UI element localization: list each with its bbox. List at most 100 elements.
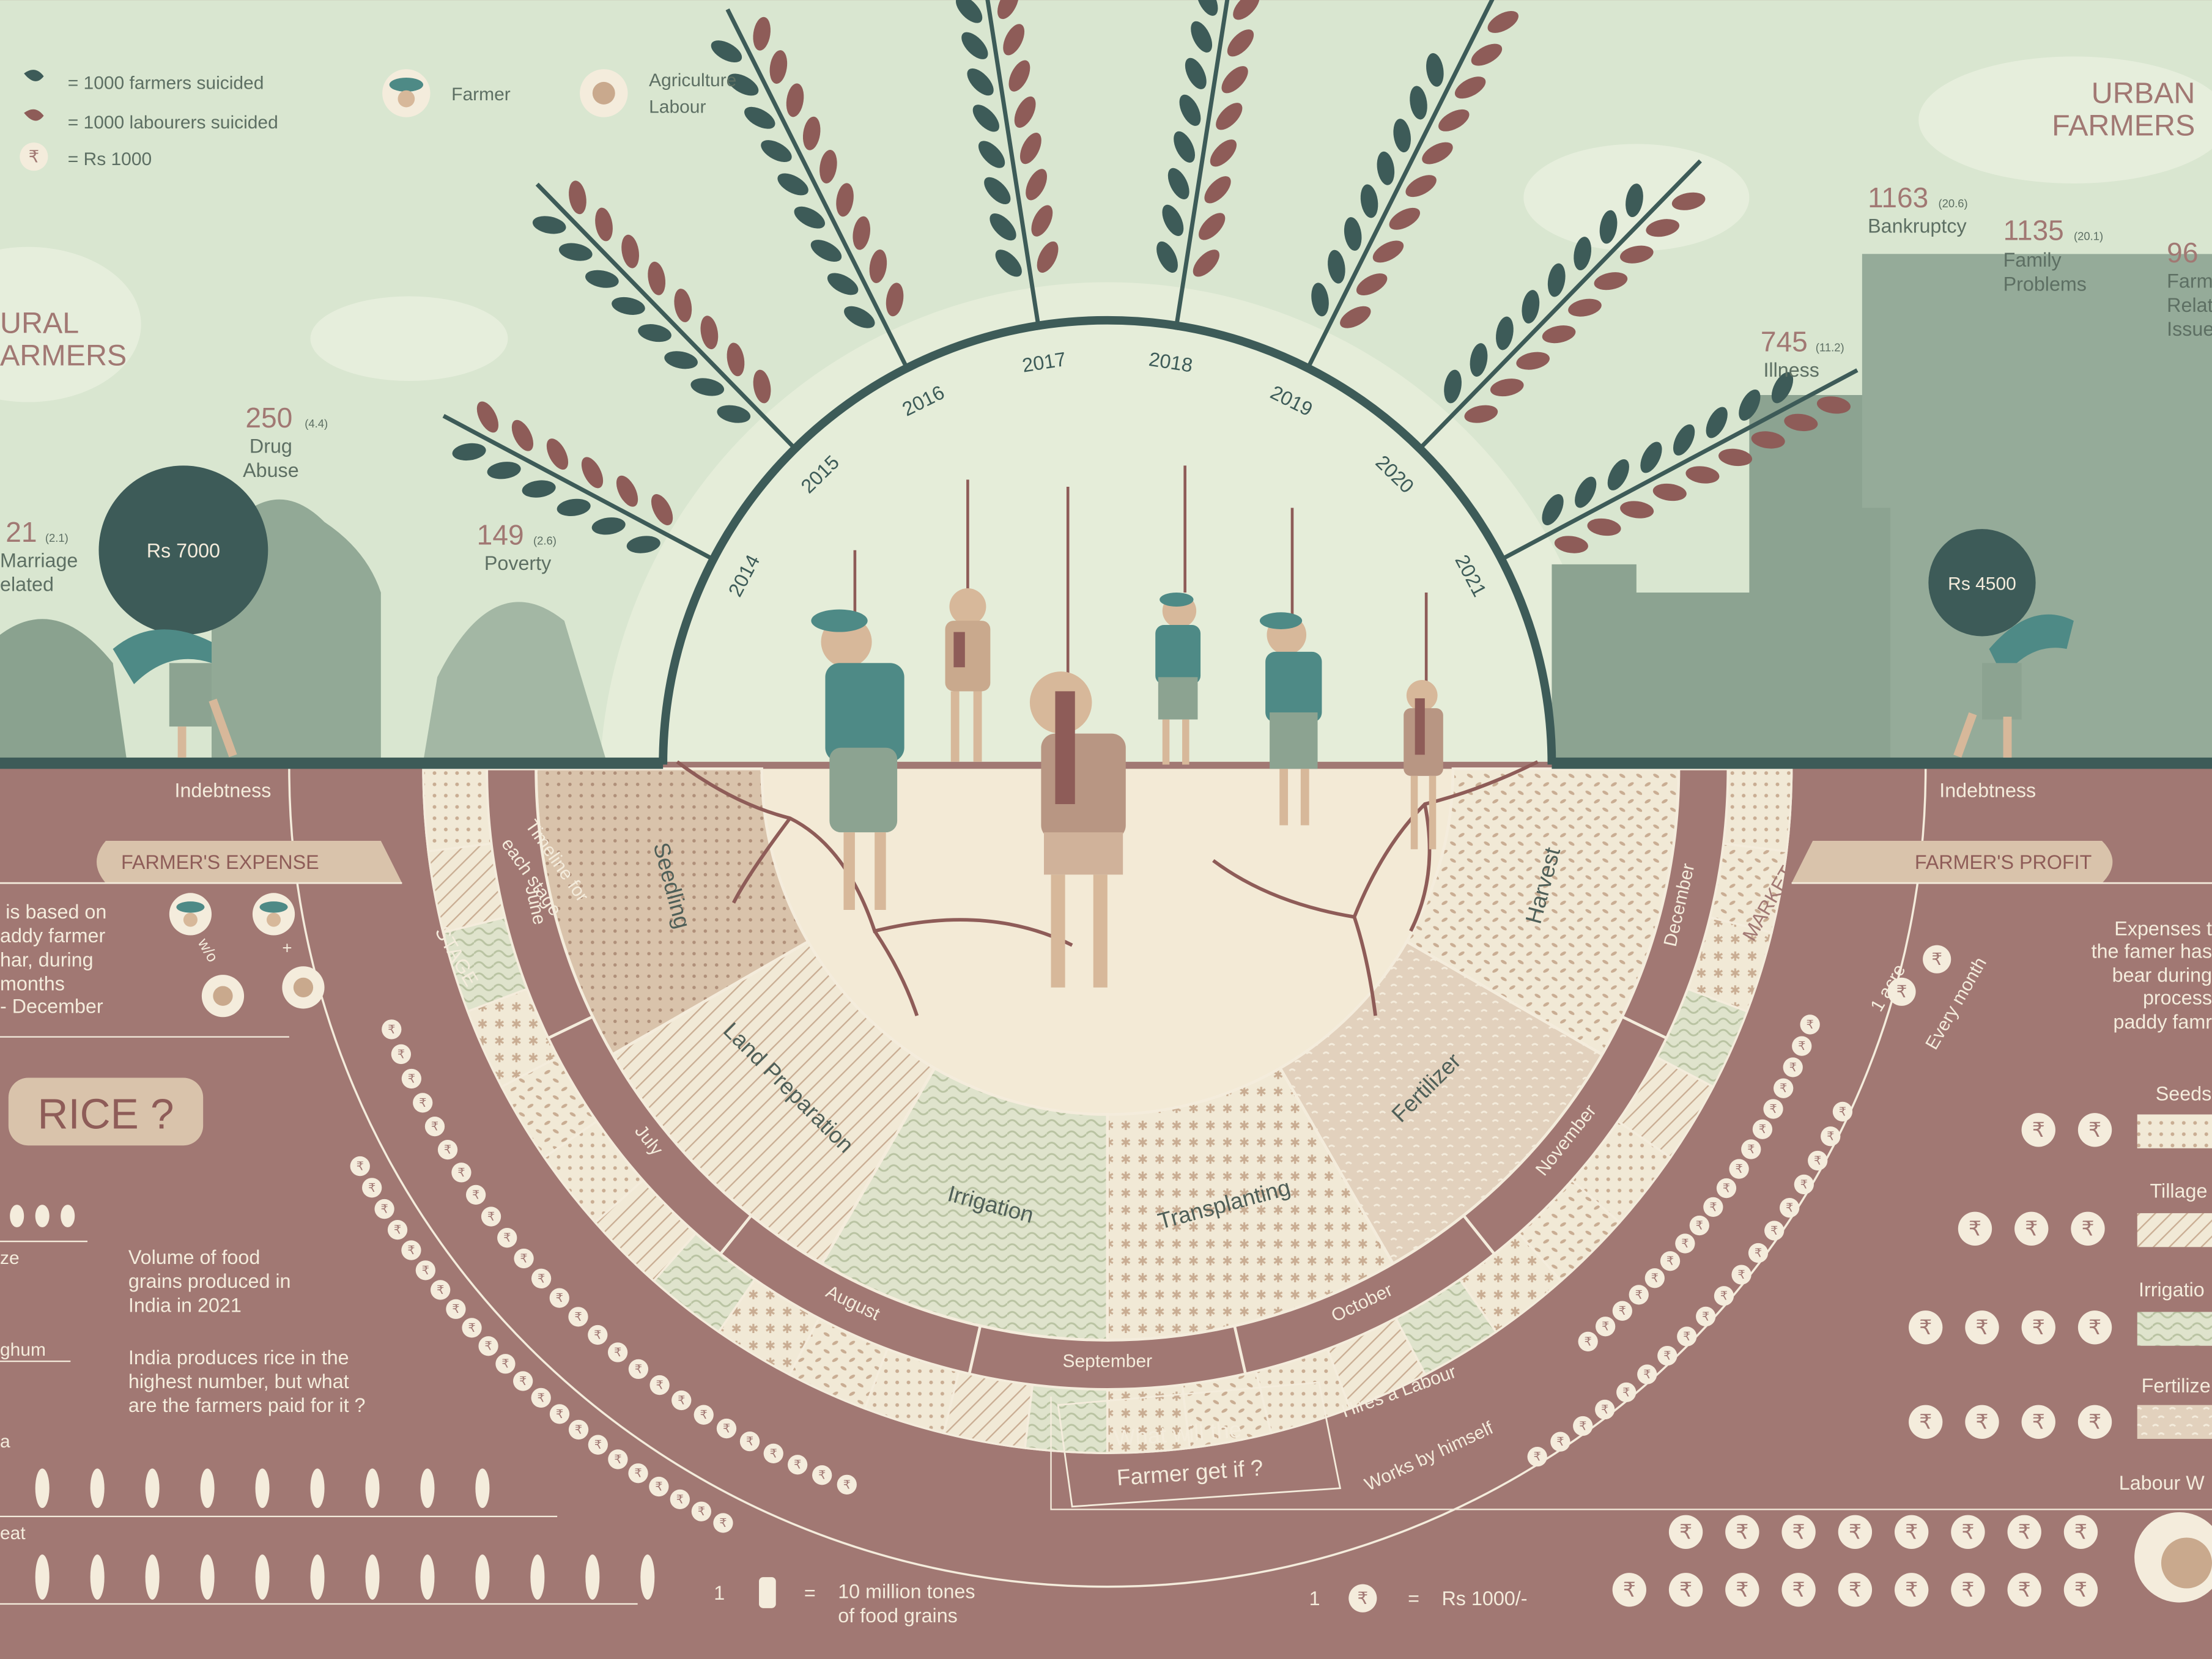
legend-farmers: = 1000 farmers suicided [68,73,264,93]
rupee-dot [649,1476,669,1497]
labour-leaf [1751,431,1785,449]
labour-leaf [819,150,837,183]
legend-labourers: = 1000 labourers suicided [68,113,278,133]
rupee-dot [514,1248,534,1269]
india-line2: highest number, but what [128,1370,349,1392]
farmer-leaf [972,105,999,132]
labour-leaf [1221,66,1248,94]
rupee-dot [1696,1306,1716,1327]
farmer-leaf [638,324,671,342]
rupee-dot [716,1418,737,1439]
profit-desc-5: paddy famr [2114,1011,2212,1033]
expense-cell [593,1178,698,1283]
acre-rupee-2 [1923,945,1951,974]
labour-leaf [1204,176,1231,204]
expense-cell [1570,1120,1672,1224]
labour-leaf [1405,175,1437,198]
grain-unit-icon [759,1577,776,1608]
rupee-dot [1714,1286,1734,1306]
rupee-dot [437,1139,458,1160]
profit-rupee [2063,1515,2098,1549]
labour-leaf [1199,213,1226,240]
rupee-dot [391,1044,412,1065]
farmer-leaf [1191,21,1213,53]
rupee-dot [694,1405,714,1425]
farmer-leaf [827,273,859,295]
farmer-leaf [452,443,486,461]
expense-desc-3: har, during [0,948,94,970]
farmer-leaf [1496,316,1514,350]
legend-labour-line1: Agriculture [649,70,736,91]
farmer-leaf [1444,369,1462,404]
ground-line-right [1552,757,2212,769]
labour-leaf [1216,103,1243,130]
rupee-dot [1783,1057,1803,1077]
rupee-dot [401,1240,421,1260]
volume-line3: India in 2021 [128,1294,242,1316]
rupee-dot [495,1354,516,1374]
labour-leaf [674,289,692,322]
labour-leaf [802,116,821,150]
expense-title: FARMER'S EXPENSE [121,851,319,873]
labour-leaf [1568,298,1602,317]
grain-icons [10,1205,655,1600]
farmer-leaf [1377,151,1395,185]
farmer-leaf [1771,372,1794,404]
grain-icon [61,1205,75,1228]
unit-num: 1 [714,1582,725,1604]
farmer-leaf [761,140,792,163]
grain-icon [35,1554,50,1600]
expense-cell [1686,916,1774,1013]
rupee-dot [513,1371,533,1391]
farmer-leaf [961,32,988,59]
expense-cell [500,1055,598,1159]
profit-rupee [1781,1515,1816,1549]
profit-rupee [1838,1573,1873,1607]
stat-drug-num: 250 [245,402,292,434]
rupee-dot [837,1474,857,1495]
unit-line1: 10 million tones [838,1581,975,1603]
stat-bankruptcy-pct: (20.6) [1938,197,1967,210]
rupee-dot [431,1280,451,1300]
rupee-dot [607,1342,628,1362]
labour-leaf [753,17,771,51]
expense-desc-5: - December [0,995,103,1017]
india-line1: India produces rice in the [128,1347,349,1369]
expense-desc-4: months [0,972,65,994]
profit-rupee [1894,1573,1929,1607]
farmer-leaf [1426,53,1444,87]
volume-line1: Volume of food [128,1246,260,1268]
labour-leaf [651,494,673,525]
farmer-leaf [664,351,698,369]
profit-rupee [2077,1310,2112,1345]
rupee-dot [531,1387,551,1408]
stat-bankruptcy-num: 1163 [1868,182,1928,213]
farmer-leaf [777,173,808,196]
labour-leaf [1718,448,1753,467]
stalk-2019 [1304,0,1518,372]
labour-leaf [546,438,569,470]
rupee-dot [1808,1150,1828,1171]
rupee-dot [374,1199,394,1219]
labour-leaf [1210,139,1237,167]
labour-leaf [1014,96,1036,128]
labour-leaf [1816,396,1851,414]
profit-item-labour: Labour W [2119,1472,2205,1494]
rupee-dot [1616,1382,1637,1403]
rupee-dot [1637,1364,1657,1384]
expense-cell [1254,1348,1352,1435]
rupee-dot [713,1513,733,1533]
rupee-dot [462,1318,482,1338]
stat-family-line2: Problems [2003,273,2087,295]
labour-leaf [1594,272,1628,290]
rupee-dot [739,1432,760,1452]
farmer-leaf [794,206,826,229]
farmer-leaf [1196,0,1218,16]
rupee-dot [478,1336,498,1356]
grain-icon [420,1468,435,1509]
farmer-leaf [1547,263,1566,297]
farmer-leaf [1522,290,1540,323]
rupee-dot [1748,1243,1769,1263]
expense-cell [1458,1232,1563,1334]
